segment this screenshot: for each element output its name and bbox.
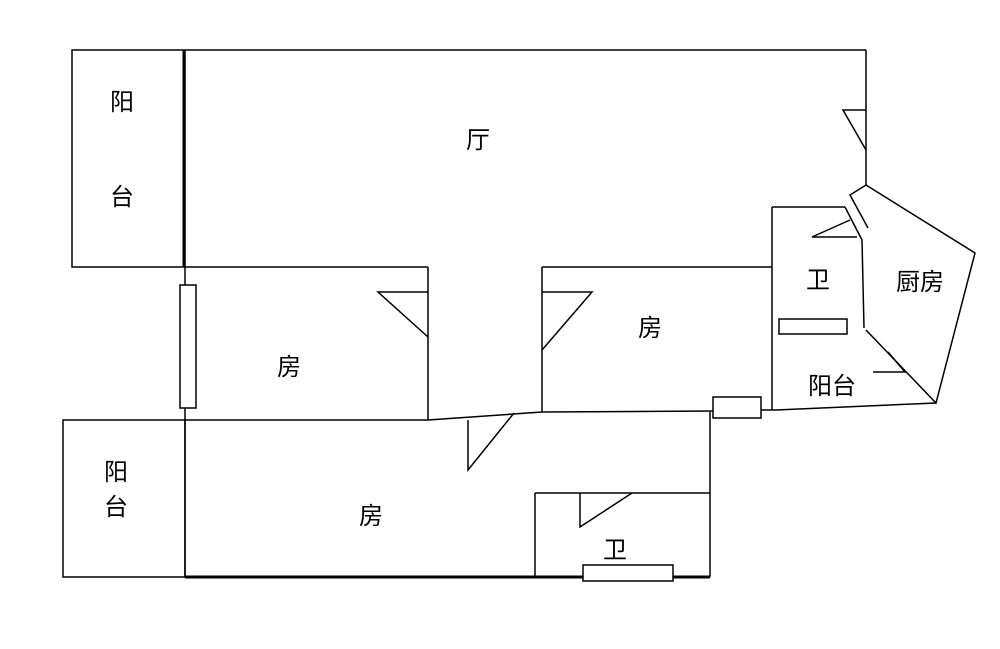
label-bedroom-bottom: 房 (359, 502, 383, 530)
walls (62, 49, 976, 579)
label-balcony-bottom-left-2: 台 (104, 493, 128, 521)
door-kitchen (849, 184, 869, 229)
window-left (179, 284, 197, 409)
door-bedroom-bottom (467, 412, 515, 473)
door-bedroom-middle (541, 291, 594, 351)
door-balcony-right (873, 351, 907, 373)
window-middle (712, 396, 762, 419)
label-bedroom-middle: 房 (638, 314, 662, 342)
door-bathroom-bottom (579, 492, 633, 529)
window-bathroom (778, 318, 848, 335)
windows (179, 284, 848, 582)
label-balcony-right: 阳台 (808, 372, 856, 400)
balcony-bottom-left-outline (62, 419, 186, 578)
balcony-top-left-outline (71, 49, 186, 268)
label-living-hall: 厅 (466, 126, 490, 154)
label-bathroom-bottom: 卫 (603, 536, 627, 564)
doors (376, 109, 907, 529)
window-bottom (582, 564, 674, 582)
door-bathroom-right (811, 219, 857, 238)
door-hall-right (841, 109, 867, 151)
label-balcony-top-left-2: 台 (110, 183, 134, 211)
label-kitchen: 厨房 (896, 268, 944, 296)
door-bedroom-left (376, 291, 429, 338)
label-bathroom-right: 卫 (806, 266, 830, 294)
label-balcony-bottom-left-1: 阳 (104, 458, 128, 486)
label-bedroom-left: 房 (277, 353, 301, 381)
label-balcony-top-left-1: 阳 (110, 88, 134, 116)
